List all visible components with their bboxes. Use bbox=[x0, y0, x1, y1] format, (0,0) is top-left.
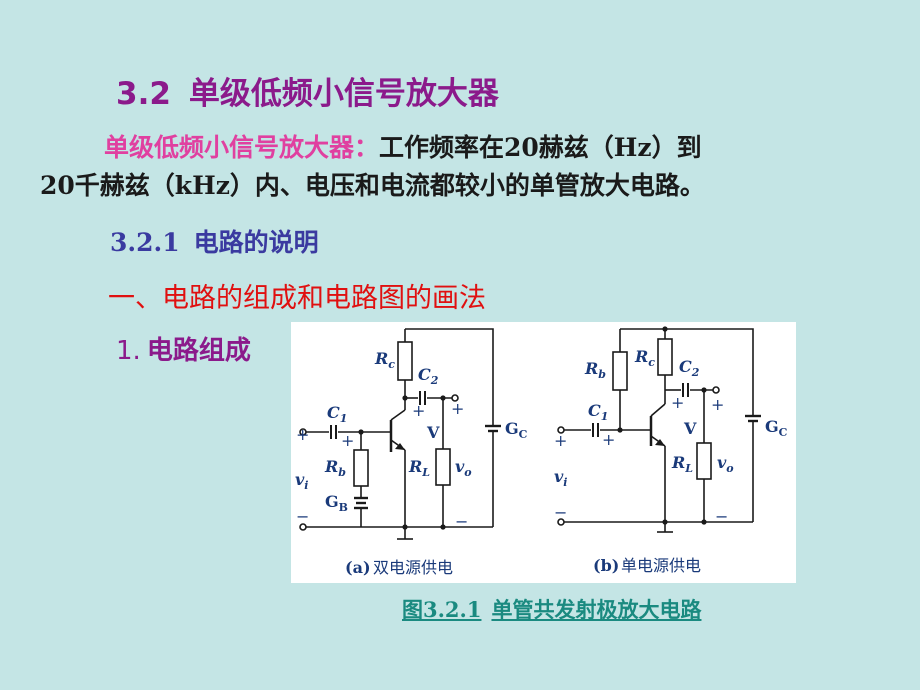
label-rc-a: Rc bbox=[374, 349, 395, 371]
label-plus-input-b: + bbox=[554, 431, 567, 450]
label-rl-b: RL bbox=[671, 453, 693, 475]
label-rb-a: Rb bbox=[324, 457, 346, 479]
transistor-collector-b bbox=[650, 403, 666, 417]
junction-dot bbox=[662, 326, 668, 332]
junction-dot bbox=[402, 524, 408, 530]
title-number: 3.2 bbox=[116, 76, 171, 112]
junction-dot bbox=[662, 519, 668, 525]
label-plus-c1-b: + bbox=[602, 430, 615, 449]
junction-dot bbox=[440, 395, 446, 401]
junction-dot bbox=[701, 387, 707, 393]
intro-highlight: 单级低频小信号放大器： bbox=[104, 133, 380, 162]
label-vi-b: vi bbox=[554, 467, 567, 489]
label-gc-a: GC bbox=[505, 419, 528, 441]
circuit-diagram: Rc C2 C1 Rb RL vo vi V GC GB + − + + + −… bbox=[295, 326, 788, 577]
junction-dot bbox=[402, 395, 408, 401]
resistor-rl-a bbox=[435, 448, 451, 486]
label-vo-a: vo bbox=[455, 457, 472, 479]
intro-text-1: 工作频率在20赫兹（Hz）到 bbox=[379, 133, 702, 162]
page-title: 3.2 单级低频小信号放大器 bbox=[116, 68, 499, 113]
label-c2-b: C2 bbox=[679, 357, 700, 379]
label-gc-b: GC bbox=[765, 417, 788, 439]
subcaption-letter-a: (a) bbox=[345, 558, 371, 577]
circuit-a bbox=[305, 328, 501, 540]
resistor-rc-a bbox=[397, 341, 413, 381]
terminal-output-a bbox=[451, 394, 459, 402]
label-plus-input-a: + bbox=[296, 425, 309, 444]
wire-top-rail-a bbox=[405, 328, 494, 422]
terminal-input-plus-b bbox=[557, 426, 565, 434]
subsection-text: 电路的说明 bbox=[193, 228, 319, 257]
label-c2-a: C2 bbox=[418, 365, 439, 387]
section-heading-red: 一、电路的组成和电路图的画法 bbox=[108, 283, 486, 314]
transistor-collector-a bbox=[390, 409, 406, 421]
label-v-a: V bbox=[426, 423, 440, 442]
junction-dot bbox=[440, 524, 446, 530]
label-plus-c2-b: + bbox=[671, 393, 684, 412]
resistor-rl-b bbox=[696, 442, 712, 480]
label-minus-output-b: − bbox=[715, 507, 728, 526]
label-minus-input-a: − bbox=[296, 507, 309, 526]
label-c1-a: C1 bbox=[327, 403, 347, 425]
label-c1-b: C1 bbox=[588, 401, 608, 423]
subcaption-letter-b: (b) bbox=[593, 556, 619, 575]
intro-line-1: 单级低频小信号放大器：工作频率在20赫兹（Hz）到 bbox=[104, 128, 702, 164]
subcaption-text-b: 单电源供电 bbox=[621, 556, 701, 575]
label-rb-b: Rb bbox=[584, 359, 606, 381]
label-plus-output-a: + bbox=[451, 399, 464, 418]
circuit-figure: Rc C2 C1 Rb RL vo vi V GC GB + − + + + −… bbox=[291, 322, 796, 583]
terminal-input-minus-b bbox=[557, 518, 565, 526]
figure-caption: 图3.2.1 单管共发射极放大电路 bbox=[402, 594, 701, 624]
caption-number: 图3.2.1 bbox=[402, 597, 482, 622]
label-plus-output-b: + bbox=[711, 395, 724, 414]
label-plus-c1-a: + bbox=[341, 431, 354, 450]
list-item-heading: 1.电路组成 bbox=[116, 330, 251, 367]
item-number: 1. bbox=[116, 336, 141, 366]
label-minus-input-b: − bbox=[554, 503, 567, 522]
junction-dot bbox=[617, 427, 623, 433]
label-plus-c2-a: + bbox=[412, 401, 425, 420]
resistor-rc-b bbox=[657, 338, 673, 376]
subsection-number: 3.2.1 bbox=[110, 228, 180, 257]
emitter-arrow-a bbox=[395, 443, 405, 450]
emitter-arrow-b bbox=[655, 439, 665, 446]
terminal-output-b bbox=[712, 386, 720, 394]
resistor-rb-a bbox=[353, 449, 369, 487]
label-vi-a: vi bbox=[295, 470, 308, 492]
subcaption-text-a: 双电源供电 bbox=[373, 558, 453, 577]
title-text: 单级低频小信号放大器 bbox=[188, 76, 499, 112]
resistor-rb-b bbox=[612, 351, 628, 391]
label-rc-b: Rc bbox=[634, 347, 655, 369]
item-text: 电路组成 bbox=[146, 336, 251, 366]
terminal-input-plus-a bbox=[299, 428, 307, 436]
label-gb-a: GB bbox=[325, 492, 348, 514]
label-rl-a: RL bbox=[408, 457, 430, 479]
subsection-heading: 3.2.1 电路的说明 bbox=[110, 223, 319, 259]
label-vo-b: vo bbox=[717, 453, 734, 475]
terminal-input-minus-a bbox=[299, 523, 307, 531]
junction-dot bbox=[701, 519, 707, 525]
junction-dot bbox=[358, 429, 364, 435]
circuit-b bbox=[561, 328, 761, 533]
label-v-b: V bbox=[683, 419, 697, 438]
intro-line-2: 20千赫兹（kHz）内、电压和电流都较小的单管放大电路。 bbox=[40, 171, 705, 200]
label-minus-output-a: − bbox=[455, 512, 468, 531]
caption-text: 单管共发射极放大电路 bbox=[491, 597, 702, 622]
